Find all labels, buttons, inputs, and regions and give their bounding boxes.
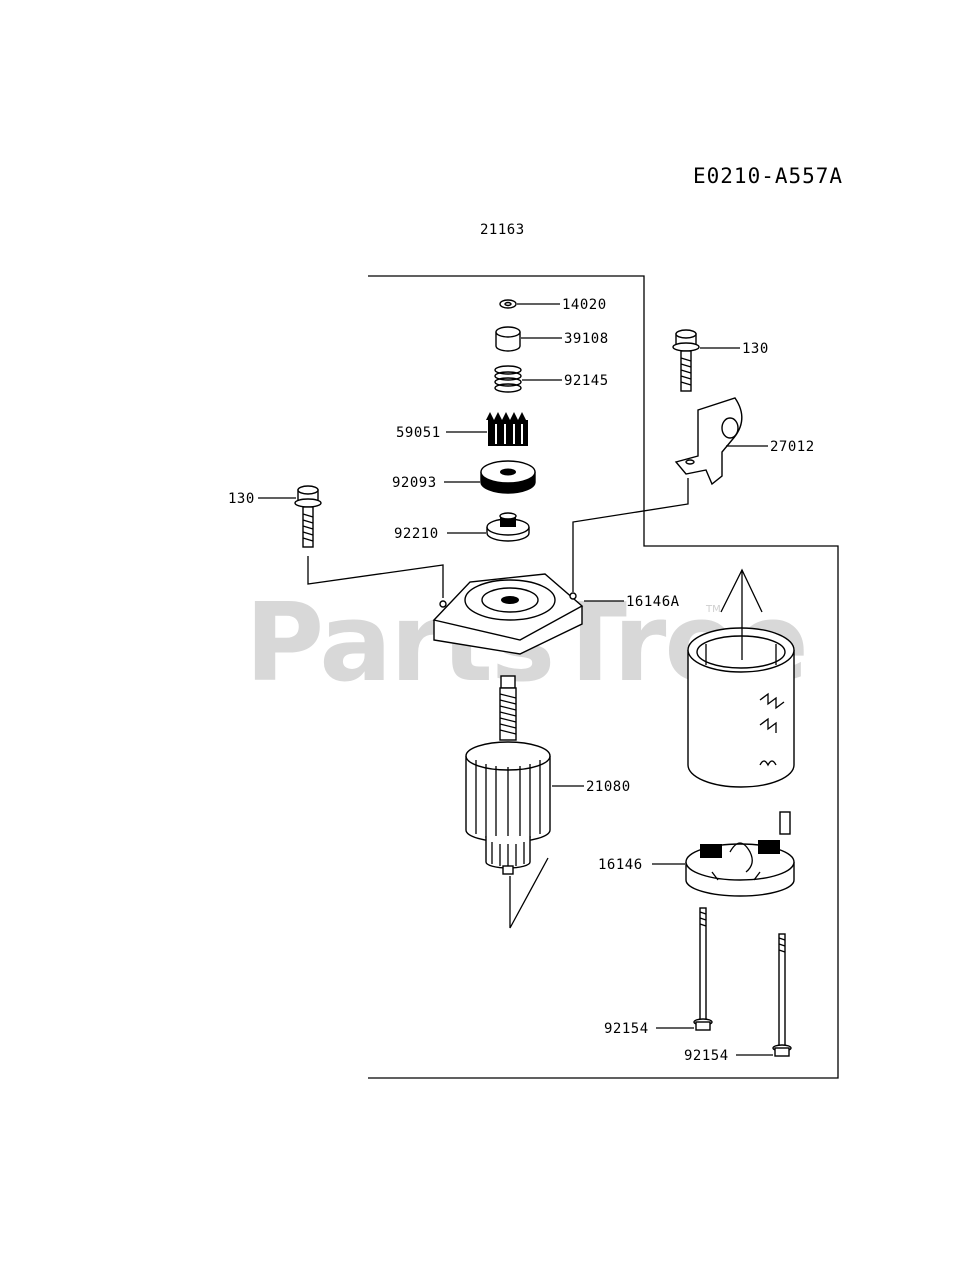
label-14020: 14020	[562, 297, 607, 313]
part-130-bolt-left[interactable]: 130	[228, 485, 444, 598]
part-92093-thrust-washer[interactable]: 92093	[392, 460, 536, 494]
label-92093: 92093	[392, 475, 437, 491]
part-59051-pinion-gear[interactable]: 59051	[396, 412, 528, 446]
label-21080: 21080	[586, 779, 631, 795]
watermark-tm: TM	[705, 604, 721, 615]
assembly-ref-label: 21163	[480, 222, 525, 238]
part-21080-armature[interactable]: 21080	[465, 675, 631, 929]
label-92145: 92145	[564, 373, 609, 389]
part-27012-bracket[interactable]: 27012	[572, 397, 815, 592]
part-16146-brush-holder[interactable]: 16146	[598, 811, 795, 897]
label-16146A: 16146A	[626, 594, 680, 610]
part-130-bolt-right[interactable]: 130	[672, 329, 769, 392]
label-16146: 16146	[598, 857, 643, 873]
part-92154-through-bolt-right[interactable]: 92154	[684, 933, 792, 1064]
diagram-code: E0210-A557A	[693, 164, 844, 188]
label-27012: 27012	[770, 439, 815, 455]
label-130-right: 130	[742, 341, 769, 357]
label-130-left: 130	[228, 491, 255, 507]
label-92154-left: 92154	[604, 1021, 649, 1037]
label-59051: 59051	[396, 425, 441, 441]
label-92154-right: 92154	[684, 1048, 729, 1064]
part-92154-through-bolt-left[interactable]: 92154	[604, 907, 713, 1037]
part-16146A-end-cover[interactable]: 16146A	[432, 573, 680, 655]
part-14020-washer[interactable]: 14020	[499, 297, 607, 313]
yoke-housing[interactable]	[687, 568, 795, 788]
label-92210: 92210	[394, 526, 439, 542]
part-92210-collar-nut[interactable]: 92210	[394, 512, 530, 542]
part-92145-spring[interactable]: 92145	[494, 365, 609, 393]
part-39108-collar[interactable]: 39108	[495, 326, 609, 352]
assembly-boundary	[368, 275, 839, 1079]
label-39108: 39108	[564, 331, 609, 347]
